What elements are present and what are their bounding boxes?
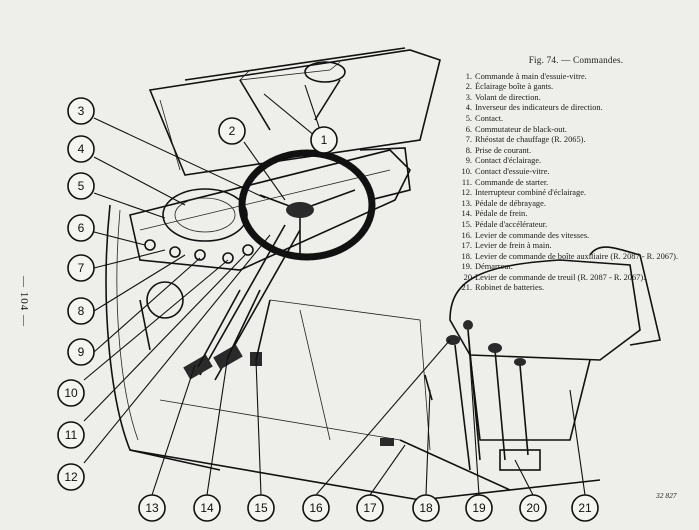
legend-item: 15.Pédale d'accélérateur. [461,219,548,229]
legend-item: 2.Éclairage boîte à gants. [465,82,554,92]
callout-10: 10 [57,379,85,407]
figure-title: Fig. 74. — Commandes. [528,55,624,65]
legend-item: 5.Contact. [465,113,504,123]
callout-1: 1 [310,126,338,154]
callout-19: 19 [465,494,493,522]
svg-text:12: 12 [64,470,78,484]
legend-item: 16.Levier de commande des vitesses. [461,230,590,240]
legend-item: 1.Commande à main d'essuie-vitre. [465,71,587,81]
svg-text:17: 17 [363,501,377,515]
svg-text:21: 21 [578,501,592,515]
svg-text:9: 9 [78,345,85,359]
legend-item: 12.Interrupteur combiné d'éclairage. [461,188,587,198]
svg-text:11: 11 [65,428,78,442]
legend-item: 4.Inverseur des indicateurs de direction… [465,103,603,113]
legend-item: 17.Levier de frein à main. [461,241,552,251]
callout-9: 9 [67,338,95,366]
svg-text:4: 4 [78,142,85,156]
dashboard [129,147,411,271]
callout-21: 21 [571,494,599,522]
legend-item: 18.Levier de commande de boîte auxiliair… [461,251,679,261]
leader-lines [83,84,586,496]
legend-item: 13.Pédale de débrayage. [461,198,546,208]
page-number: — 104 — [18,276,30,327]
svg-text:10: 10 [64,386,78,400]
legend-list: 1.Commande à main d'essuie-vitre. 2.Écla… [460,72,692,294]
svg-text:15: 15 [254,501,268,515]
legend: Fig. 74. — Commandes. 1.Commande à main … [460,55,692,294]
svg-text:14: 14 [200,501,214,515]
svg-text:20: 20 [526,501,540,515]
legend-item: 7.Rhéostat de chauffage (R. 2065). [465,135,586,145]
callout-11: 11 [57,421,85,449]
svg-text:16: 16 [309,501,323,515]
callouts: 1 2 3 4 5 6 7 8 9 10 11 12 13 14 15 16 1… [57,97,599,522]
svg-text:18: 18 [419,501,433,515]
svg-text:8: 8 [78,304,85,318]
callout-6: 6 [67,214,95,242]
legend-item: 19.Démarreur. [461,262,513,272]
callout-17: 17 [356,494,384,522]
callout-3: 3 [67,97,95,125]
callout-13: 13 [138,494,166,522]
callout-20: 20 [519,494,547,522]
legend-item: 21.Robinet de batteries. [461,283,545,293]
left-body-panel [105,204,221,471]
svg-text:7: 7 [78,261,85,275]
callout-18: 18 [412,494,440,522]
svg-text:3: 3 [78,104,85,118]
callout-4: 4 [67,135,95,163]
svg-text:6: 6 [78,221,85,235]
floor-levers [380,320,541,491]
callout-8: 8 [67,297,95,325]
steering-wheel [238,149,376,261]
windshield [148,47,441,176]
legend-item: 3.Volant de direction. [465,92,541,102]
legend-item: 10.Contact d'essuie-vitre. [461,166,550,176]
legend-item: 6.Commutateur de black-out. [465,124,567,134]
svg-text:19: 19 [472,501,486,515]
callout-5: 5 [67,172,95,200]
callout-2: 2 [218,117,246,145]
legend-item: 9.Contact d'éclairage. [465,156,542,166]
svg-text:13: 13 [145,501,159,515]
legend-item: 8.Prise de courant. [465,145,532,155]
svg-text:2: 2 [229,124,236,138]
callout-14: 14 [193,494,221,522]
drawing-reference-code: 32 827 [656,491,677,500]
svg-text:1: 1 [321,133,328,147]
callout-7: 7 [67,254,95,282]
legend-item: 11.Commande de starter. [461,177,549,187]
svg-text:5: 5 [78,179,85,193]
legend-item: 14.Pédale de frein. [461,209,528,219]
callout-16: 16 [302,494,330,522]
callout-15: 15 [247,494,275,522]
callout-12: 12 [57,463,85,491]
